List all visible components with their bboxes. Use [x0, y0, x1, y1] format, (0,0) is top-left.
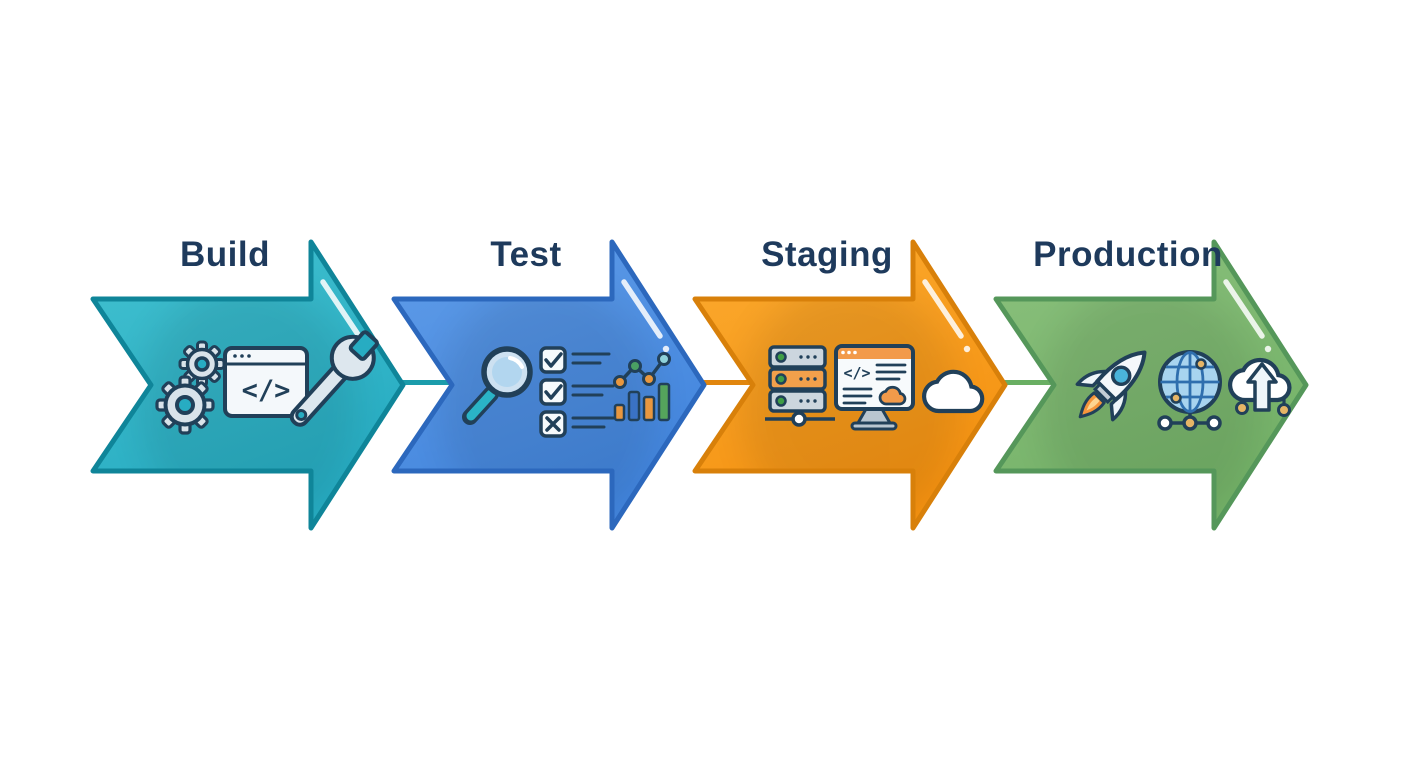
gloss-highlight: [621, 279, 670, 353]
gears-icon: [155, 340, 226, 435]
globe-network-icon: [1157, 350, 1222, 431]
wrench-icon: [289, 330, 379, 427]
checkbox-checked-icon: [539, 346, 611, 374]
stage-test: Test: [390, 236, 708, 534]
code-window-icon: </>: [223, 346, 309, 418]
code-glyph-text: </>: [242, 375, 291, 406]
build-arrow: </>: [90, 239, 406, 531]
magnifier-icon: [462, 346, 533, 425]
stage-build: Build: [89, 236, 407, 534]
connector-build-test: [396, 380, 456, 385]
checkbox-failed-icon: [539, 410, 617, 438]
code-glyph-text: </>: [843, 364, 870, 382]
stage-label-build: Build: [180, 235, 270, 274]
code-monitor-icon: </>: [834, 344, 915, 431]
gloss-highlight: [922, 279, 971, 353]
bar-chart-icon: [613, 352, 671, 422]
production-arrow: [993, 239, 1309, 531]
checkbox-checked-icon: [539, 378, 615, 406]
cloud-icon: [922, 369, 985, 414]
gloss-highlight: [1223, 279, 1272, 353]
stage-label-staging: Staging: [761, 235, 893, 274]
stage-production: Production: [992, 236, 1310, 534]
mini-cloud-icon: [878, 385, 907, 406]
test-arrow: [391, 239, 707, 531]
stage-staging: Staging: [691, 236, 1009, 534]
stage-label-test: Test: [490, 235, 562, 274]
checklist-icon: [539, 346, 617, 438]
staging-arrow: </>: [692, 239, 1008, 531]
cloud-upload-icon: [1227, 357, 1292, 417]
connector-staging-production: [999, 380, 1058, 385]
connector-test-staging: [699, 380, 757, 385]
arrow-inner-shade: [1041, 282, 1261, 528]
rocket-icon: [1075, 350, 1147, 422]
server-stack-icon: [765, 345, 835, 427]
stage-label-production: Production: [1033, 235, 1223, 274]
